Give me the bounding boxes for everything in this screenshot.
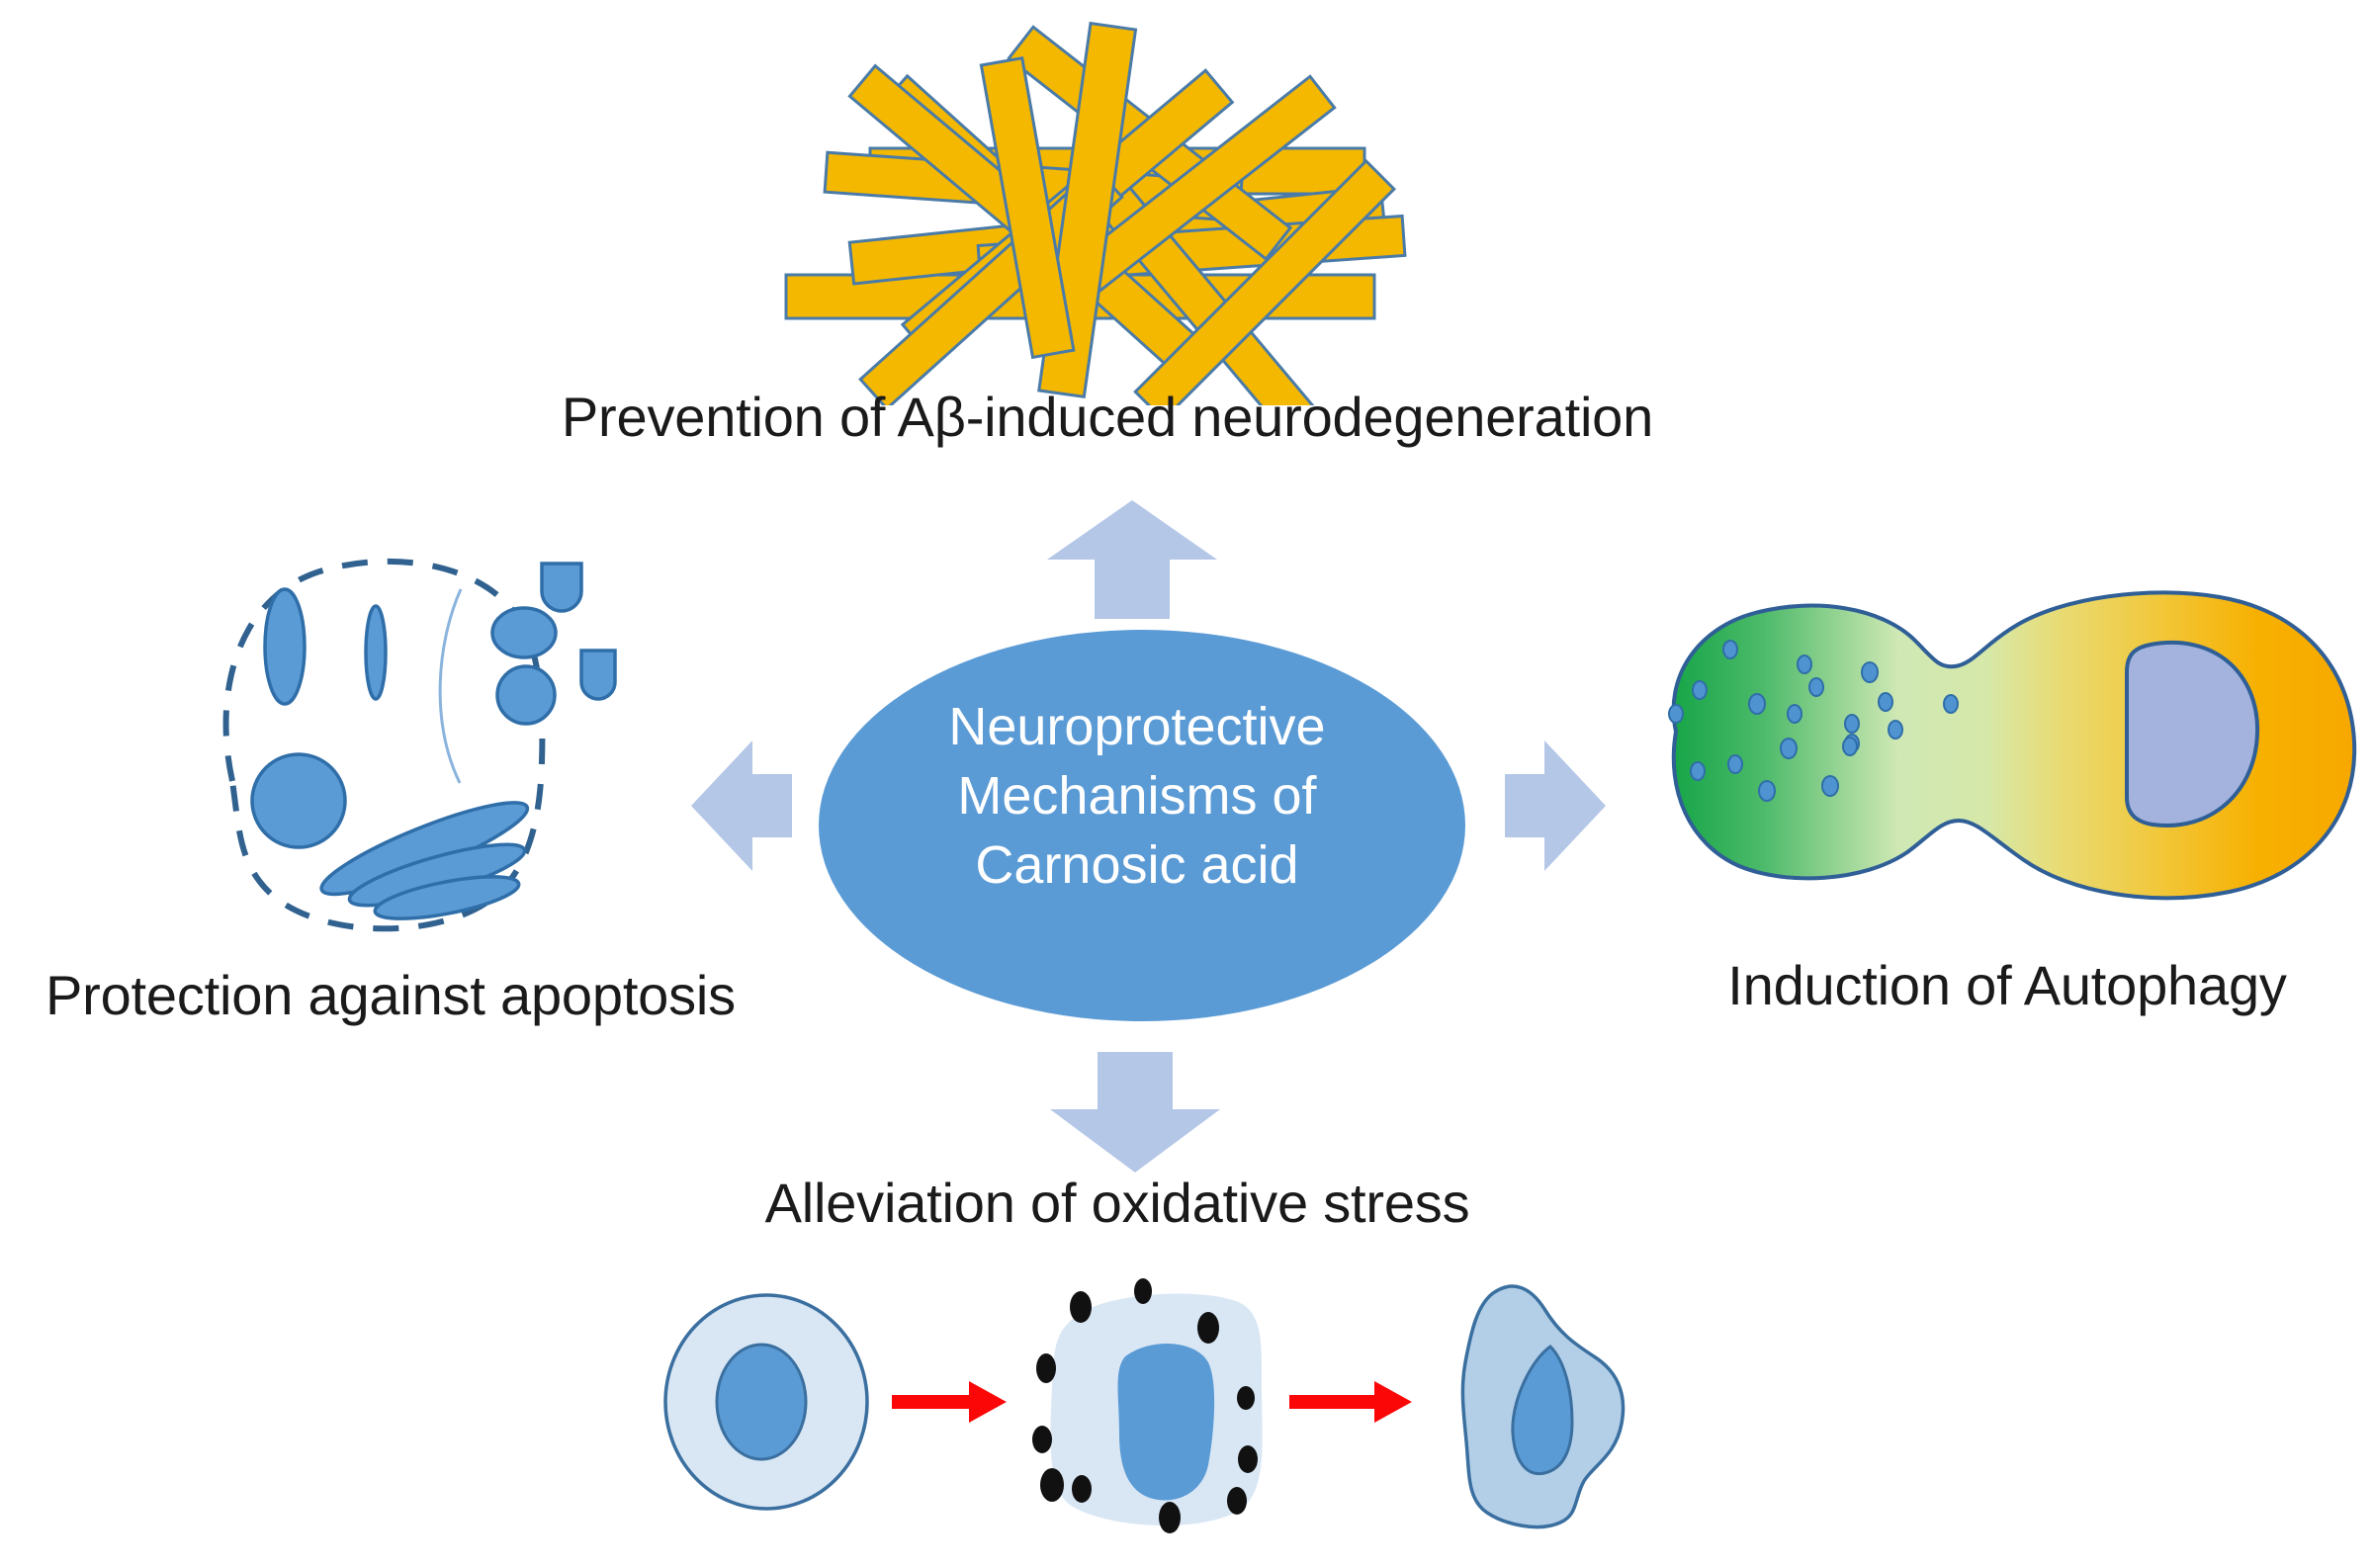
arrow-up-icon [1043, 494, 1221, 623]
progression-arrow-1 [892, 1381, 1007, 1423]
stage-stressed-cell [1032, 1278, 1263, 1533]
stage-shrunken-cell [1460, 1284, 1626, 1529]
branch-label-bottom: Alleviation of oxidative stress [764, 1172, 1470, 1234]
stage-healthy-cell [663, 1293, 869, 1511]
oxidative-stress-illustration [643, 1275, 1651, 1562]
amyloid-fibril-illustration [732, 10, 1424, 405]
branch-label-left: Protection against apoptosis [45, 964, 736, 1026]
progression-arrow-2 [1289, 1381, 1412, 1423]
branch-label-right: Induction of Autophagy [1727, 954, 2287, 1016]
apoptosis-illustration [178, 534, 643, 959]
autophagy-illustration [1636, 583, 2368, 910]
branch-label-top: Prevention of Aβ-induced neurodegenerati… [561, 386, 1654, 448]
arrow-right-icon [1501, 737, 1610, 875]
arrow-down-icon [1046, 1048, 1224, 1176]
arrow-left-icon [687, 737, 796, 875]
center-node-ellipse[interactable] [811, 623, 1473, 1028]
